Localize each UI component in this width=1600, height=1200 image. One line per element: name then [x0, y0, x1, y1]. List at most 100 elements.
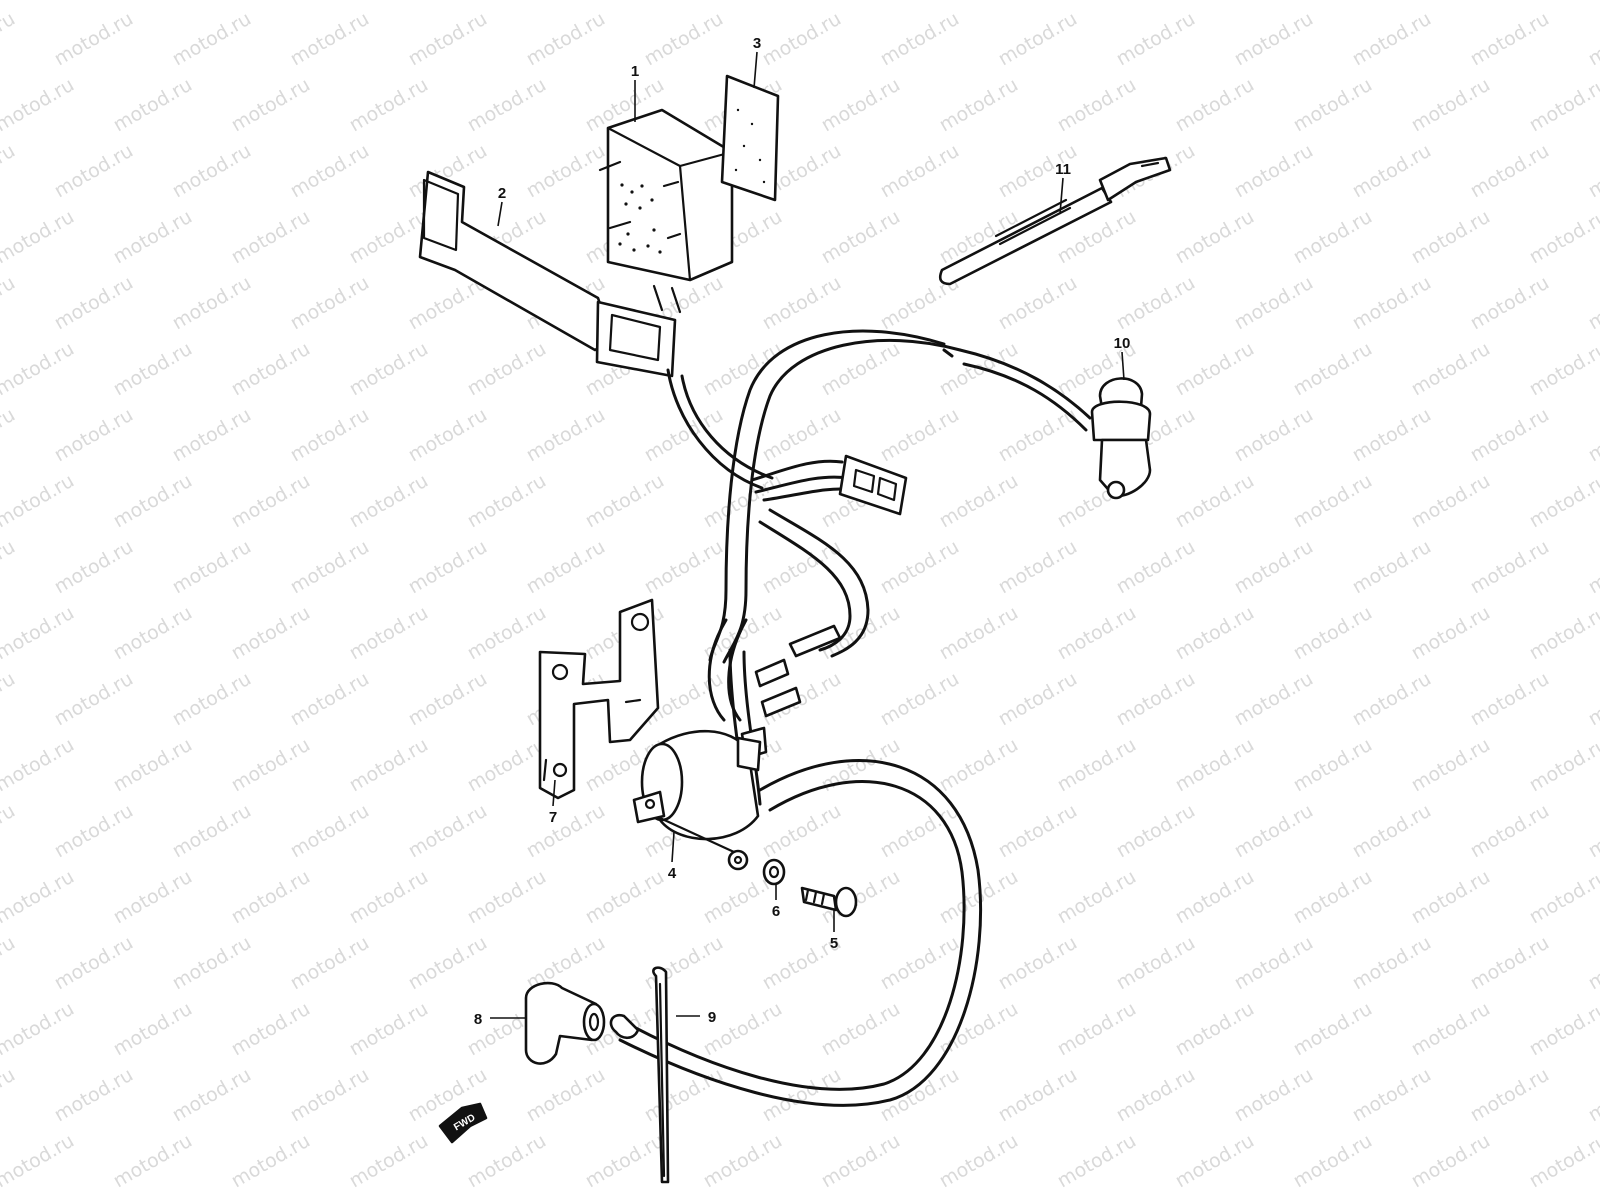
watermark-text: motod.ru	[1172, 0, 1258, 4]
watermark-text: motod.ru	[995, 1064, 1081, 1127]
watermark-text: motod.ru	[1526, 602, 1600, 665]
watermark-text: motod.ru	[346, 206, 432, 269]
watermark-text: motod.ru	[877, 668, 963, 731]
watermark-text: motod.ru	[1349, 1196, 1435, 1200]
watermark-text: motod.ru	[228, 206, 314, 269]
watermark-text: motod.ru	[1054, 734, 1140, 797]
watermark-text: motod.ru	[110, 602, 196, 665]
watermark-text: motod.ru	[287, 668, 373, 731]
watermark-text: motod.ru	[936, 734, 1022, 797]
watermark-text: motod.ru	[1585, 404, 1600, 467]
watermark-text: motod.ru	[1172, 866, 1258, 929]
watermark-text: motod.ru	[582, 0, 668, 4]
watermark-text: motod.ru	[1526, 338, 1600, 401]
watermark-text: motod.ru	[1408, 998, 1494, 1061]
watermark-text: motod.ru	[759, 404, 845, 467]
watermark-text: motod.ru	[1467, 1196, 1553, 1200]
watermark-text: motod.ru	[405, 932, 491, 995]
watermark-text: motod.ru	[169, 272, 255, 335]
watermark-text: motod.ru	[110, 866, 196, 929]
watermark-text: motod.ru	[169, 1196, 255, 1200]
watermark-text: motod.ru	[1585, 536, 1600, 599]
watermark-text: motod.ru	[1113, 800, 1199, 863]
part-3-rubber-pad	[720, 74, 780, 202]
callout-9: 9	[708, 1009, 716, 1026]
watermark-text: motod.ru	[464, 602, 550, 665]
watermark-text: motod.ru	[1231, 140, 1317, 203]
watermark-text: motod.ru	[464, 734, 550, 797]
watermark-text: motod.ru	[936, 470, 1022, 533]
watermark-text: motod.ru	[1585, 932, 1600, 995]
watermark-text: motod.ru	[228, 866, 314, 929]
watermark-text: motod.ru	[0, 74, 78, 137]
watermark-text: motod.ru	[1290, 0, 1376, 4]
watermark-text: motod.ru	[0, 206, 78, 269]
watermark-text: motod.ru	[0, 1196, 19, 1200]
watermark-text: motod.ru	[51, 140, 137, 203]
watermark-text: motod.ru	[1113, 272, 1199, 335]
watermark-text: motod.ru	[700, 0, 786, 4]
watermark-text: motod.ru	[641, 932, 727, 995]
wiring-harness	[666, 329, 1092, 806]
watermark-text: motod.ru	[936, 74, 1022, 137]
watermark-text: motod.ru	[1172, 74, 1258, 137]
watermark-text: motod.ru	[110, 338, 196, 401]
watermark-text: motod.ru	[0, 734, 78, 797]
watermark-text: motod.ru	[877, 140, 963, 203]
callout-8: 8	[474, 1011, 482, 1028]
watermark-text: motod.ru	[0, 0, 78, 4]
watermark-text: motod.ru	[1054, 74, 1140, 137]
watermark-text: motod.ru	[1467, 404, 1553, 467]
watermark-text: motod.ru	[936, 1130, 1022, 1193]
watermark-text: motod.ru	[51, 8, 137, 71]
watermark-text: motod.ru	[346, 470, 432, 533]
watermark-text: motod.ru	[1585, 800, 1600, 863]
watermark-text: motod.ru	[877, 932, 963, 995]
watermark-text: motod.ru	[1408, 206, 1494, 269]
watermark-text: motod.ru	[1290, 74, 1376, 137]
watermark-text: motod.ru	[523, 1064, 609, 1127]
watermark-text: motod.ru	[818, 0, 904, 4]
watermark-text: motod.ru	[1467, 668, 1553, 731]
callout-2: 2	[498, 185, 506, 202]
watermark-text: motod.ru	[228, 602, 314, 665]
watermark-text: motod.ru	[1054, 1130, 1140, 1193]
watermark-text: motod.ru	[1231, 404, 1317, 467]
watermark-text: motod.ru	[1408, 338, 1494, 401]
watermark-text: motod.ru	[0, 140, 19, 203]
watermark-text: motod.ru	[228, 0, 314, 4]
watermark-text: motod.ru	[169, 668, 255, 731]
watermark-text: motod.ru	[1349, 272, 1435, 335]
watermark-text: motod.ru	[700, 998, 786, 1061]
watermark-text: motod.ru	[0, 1130, 78, 1193]
watermark-text: motod.ru	[759, 1196, 845, 1200]
watermark-text: motod.ru	[1054, 602, 1140, 665]
part-8-plug-cap	[524, 981, 606, 1065]
watermark-text: motod.ru	[936, 602, 1022, 665]
watermark-text: motod.ru	[1526, 74, 1600, 137]
watermark-text: motod.ru	[287, 800, 373, 863]
watermark-text: motod.ru	[1113, 536, 1199, 599]
watermark-text: motod.ru	[346, 602, 432, 665]
watermark-text: motod.ru	[1467, 536, 1553, 599]
front-arrow-icon: FWD	[438, 1102, 488, 1144]
watermark-text: motod.ru	[1172, 734, 1258, 797]
watermark-text: motod.ru	[464, 338, 550, 401]
watermark-text: motod.ru	[110, 470, 196, 533]
watermark-text: motod.ru	[1585, 1064, 1600, 1127]
part-11-cable-tie	[938, 156, 1172, 286]
watermark-text: motod.ru	[228, 1130, 314, 1193]
watermark-text: motod.ru	[0, 8, 19, 71]
watermark-text: motod.ru	[1290, 734, 1376, 797]
watermark-text: motod.ru	[877, 1064, 963, 1127]
watermark-text: motod.ru	[1290, 470, 1376, 533]
watermark-text: motod.ru	[346, 0, 432, 4]
watermark-text: motod.ru	[877, 404, 963, 467]
watermark-text: motod.ru	[1408, 1130, 1494, 1193]
watermark-text: motod.ru	[1231, 8, 1317, 71]
watermark-text: motod.ru	[1172, 206, 1258, 269]
watermark-text: motod.ru	[936, 0, 1022, 4]
watermark-text: motod.ru	[877, 1196, 963, 1200]
